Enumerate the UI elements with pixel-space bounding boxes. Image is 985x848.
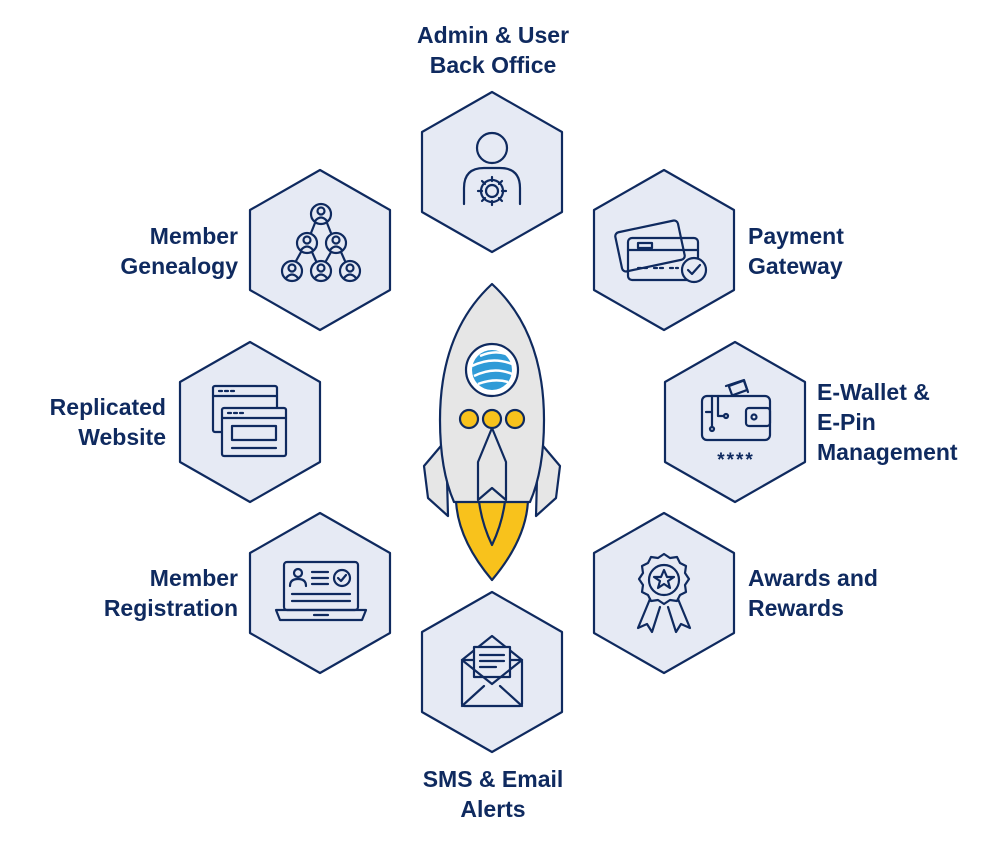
label-admin: Admin & User Back Office xyxy=(417,20,569,80)
label-genealogy: Member Genealogy xyxy=(120,221,238,281)
hexagon-genealogy xyxy=(248,168,392,332)
registration-laptop-icon xyxy=(274,560,368,622)
rocket-illustration xyxy=(422,282,562,582)
award-badge-icon xyxy=(636,552,692,634)
label-website-line-2: Website xyxy=(78,424,166,450)
label-admin-line-1: Admin & User xyxy=(416,22,570,48)
label-awards-line-2: Rewards xyxy=(748,595,844,621)
label-registration-line-1: Member xyxy=(149,565,238,591)
label-ewallet-line-1: E-Wallet & xyxy=(817,379,930,405)
label-genealogy-line-1: Member xyxy=(149,223,238,249)
label-registration: Member Registration xyxy=(104,563,238,623)
rocket-light-2 xyxy=(481,408,503,430)
label-admin-line-2: Back Office xyxy=(429,52,557,78)
globe-logo-icon xyxy=(471,350,513,390)
wallet-pin-mask: **** xyxy=(717,450,755,471)
rocket-flame xyxy=(454,490,530,582)
credit-card-icon xyxy=(614,219,708,284)
rocket-tail-fin xyxy=(476,426,508,502)
label-payment-line-2: Gateway xyxy=(748,253,843,279)
admin-gear-icon xyxy=(462,131,522,207)
label-registration-line-2: Registration xyxy=(103,595,238,621)
label-payment: Payment Gateway xyxy=(748,221,844,281)
label-ewallet-line-2: E-Pin xyxy=(817,409,876,435)
envelope-icon xyxy=(460,634,524,708)
hexagon-admin xyxy=(420,90,564,254)
browser-windows-icon xyxy=(211,384,288,458)
label-genealogy-line-2: Genealogy xyxy=(120,253,238,279)
hexagon-awards xyxy=(592,511,736,675)
genealogy-tree-icon xyxy=(280,202,362,283)
label-payment-line-1: Payment xyxy=(748,223,844,249)
wallet-icon xyxy=(700,378,772,442)
rocket-light-1 xyxy=(458,408,480,430)
label-awards: Awards and Rewards xyxy=(748,563,878,623)
hexagon-ewallet xyxy=(663,340,807,504)
label-website: Replicated Website xyxy=(50,392,166,452)
label-ewallet: E-Wallet & E-Pin Management xyxy=(817,377,958,467)
label-sms-line-1: SMS & Email xyxy=(422,766,564,792)
label-awards-line-1: Awards and xyxy=(748,565,878,591)
label-sms-line-2: Alerts xyxy=(460,796,526,822)
label-website-line-1: Replicated xyxy=(49,394,166,420)
label-ewallet-line-3: Management xyxy=(817,439,958,465)
rocket-inner-flame xyxy=(476,491,508,547)
rocket-light-3 xyxy=(504,408,526,430)
label-sms: SMS & Email Alerts xyxy=(423,764,564,824)
